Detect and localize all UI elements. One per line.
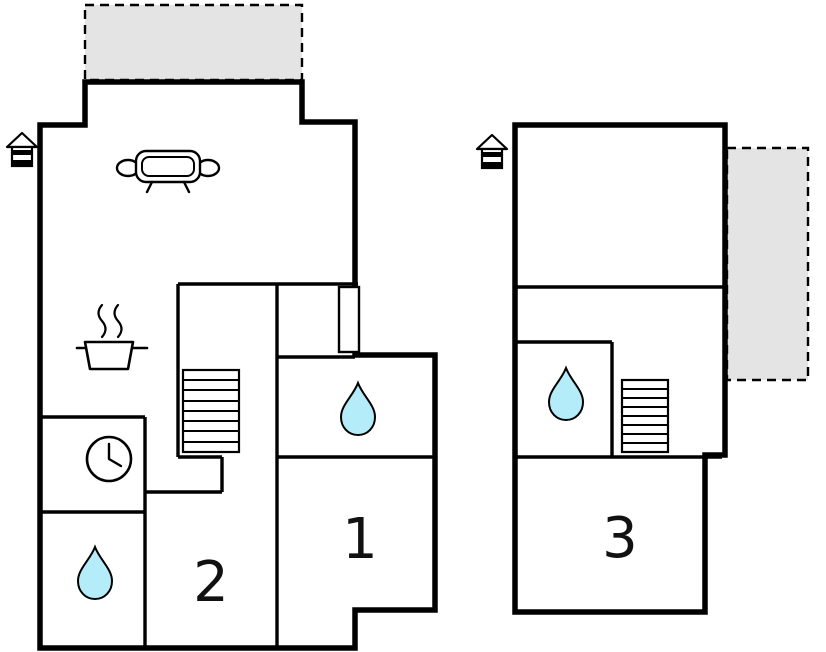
outer-walls <box>37 79 438 651</box>
terrace-dashed-area <box>725 146 810 382</box>
staircase-icon <box>181 368 241 454</box>
staircase-icon <box>620 378 670 454</box>
water-drop-icon <box>339 380 377 437</box>
house-stripe-top <box>12 150 32 155</box>
water-drop-icon <box>547 365 585 422</box>
clock-hands <box>107 442 123 468</box>
staircase-steps <box>622 388 668 444</box>
sofa-cushion <box>141 156 195 177</box>
sofa-body <box>134 149 202 184</box>
house-stripe-bottom <box>482 162 502 167</box>
terrace-dashed-area <box>83 3 304 82</box>
room-label-1: 1 <box>342 507 378 572</box>
house-roof <box>5 131 39 149</box>
room-label-2: 2 <box>193 550 229 615</box>
house-stripe-bottom <box>12 160 32 165</box>
sofa-legs <box>145 180 191 194</box>
interior-walls <box>40 282 435 648</box>
radiator-icon <box>337 285 361 354</box>
sofa-icon <box>115 149 221 194</box>
cooking-pot-icon <box>75 303 149 371</box>
steam-icon <box>97 303 123 339</box>
left-floor-plan: 1 2 <box>5 3 438 651</box>
right-floor-plan: 3 <box>475 122 810 615</box>
staircase-steps <box>183 379 239 443</box>
outer-walls <box>512 122 728 615</box>
house-roof <box>475 133 509 151</box>
house-stripe-top <box>482 152 502 157</box>
house-marker-icon <box>475 133 509 170</box>
room-label-3: 3 <box>602 506 638 571</box>
clock-icon <box>85 435 133 483</box>
pot-body <box>83 340 135 371</box>
water-drop-icon <box>76 544 114 601</box>
house-marker-icon <box>5 131 39 168</box>
interior-walls <box>515 285 725 459</box>
